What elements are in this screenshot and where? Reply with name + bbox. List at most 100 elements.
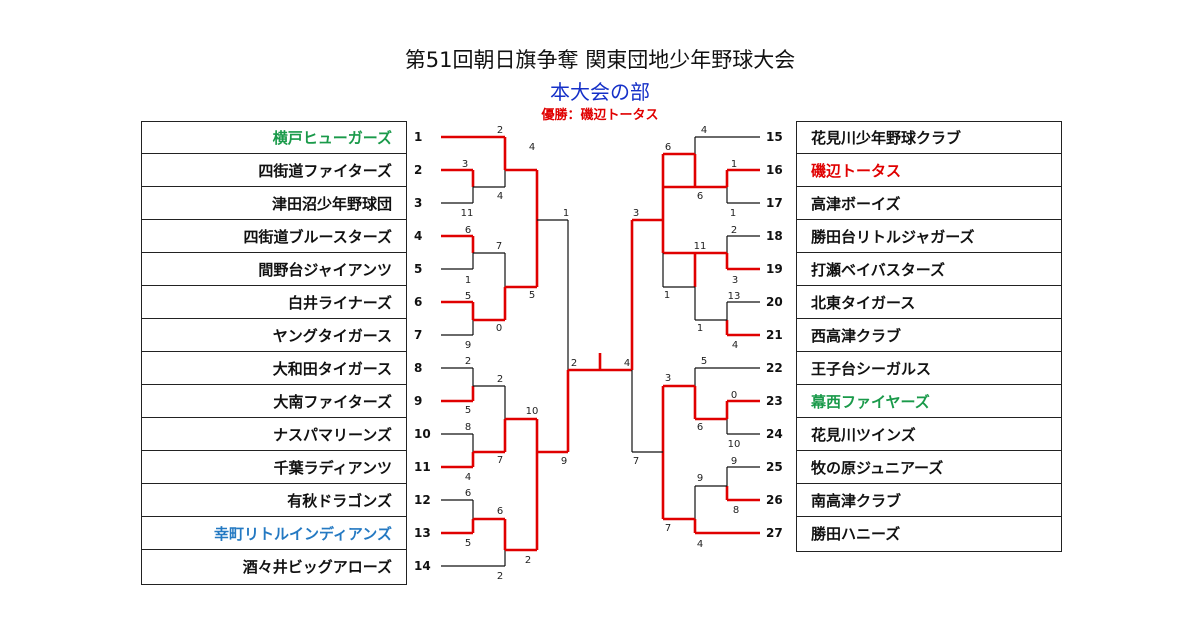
game-score: 8 [733, 505, 739, 516]
game-score: 1 [730, 208, 736, 219]
seed-number: 24 [766, 427, 783, 441]
team-name: 高津ボーイズ [797, 188, 1061, 220]
game-score: 9 [465, 340, 471, 351]
game-score: 5 [465, 405, 471, 416]
game-score: 6 [465, 225, 471, 236]
team-name: 南高津クラブ [797, 485, 1061, 517]
team-name: 北東タイガース [797, 287, 1061, 319]
team-name: 幸町リトルインディアンズ [142, 518, 406, 550]
team-name: 王子台シーガルス [797, 353, 1061, 385]
seed-number: 25 [766, 460, 783, 474]
game-score: 11 [461, 208, 474, 219]
game-score: 1 [465, 275, 471, 286]
game-score: 9 [731, 456, 737, 467]
seed-number: 21 [766, 328, 783, 342]
game-score: 7 [633, 456, 639, 467]
seed-number: 16 [766, 163, 783, 177]
game-score: 2 [497, 125, 503, 136]
game-score: 8 [465, 422, 471, 433]
seed-number: 13 [414, 526, 431, 540]
seed-number: 26 [766, 493, 783, 507]
game-score: 0 [731, 390, 737, 401]
game-score: 6 [465, 488, 471, 499]
team-name: 間野台ジャイアンツ [142, 254, 406, 286]
game-score: 1 [731, 159, 737, 170]
game-score: 7 [497, 455, 503, 466]
game-score: 4 [529, 142, 535, 153]
game-score: 9 [561, 456, 567, 467]
team-name: 白井ライナーズ [142, 287, 406, 319]
seed-number: 7 [414, 328, 423, 342]
seed-number: 15 [766, 130, 783, 144]
seed-number: 9 [414, 394, 423, 408]
team-name: 花見川ツインズ [797, 419, 1061, 451]
game-score: 6 [697, 191, 703, 202]
seed-number: 6 [414, 295, 423, 309]
seed-number: 11 [414, 460, 431, 474]
left-team-list: 横戸ヒューガーズ四街道ファイターズ津田沼少年野球団四街道ブルースターズ間野台ジャ… [141, 121, 407, 585]
seed-number: 18 [766, 229, 783, 243]
seed-number: 14 [414, 559, 431, 573]
game-score: 13 [728, 291, 741, 302]
team-name: 横戸ヒューガーズ [142, 122, 406, 154]
team-name: 大和田タイガース [142, 353, 406, 385]
seed-number: 10 [414, 427, 431, 441]
tournament-title: 第51回朝日旗争奪 関東団地少年野球大会 [404, 48, 796, 72]
team-name: 牧の原ジュニアーズ [797, 452, 1061, 484]
team-name: 千葉ラディアンツ [142, 452, 406, 484]
game-score: 1 [563, 208, 569, 219]
game-score: 10 [526, 406, 539, 417]
seed-number: 20 [766, 295, 783, 309]
seed-number: 5 [414, 262, 423, 276]
seed-number: 19 [766, 262, 783, 276]
seed-number: 12 [414, 493, 431, 507]
game-score: 4 [497, 191, 503, 202]
team-name: 大南ファイターズ [142, 386, 406, 418]
team-name: 四街道ファイターズ [142, 155, 406, 187]
seed-number: 17 [766, 196, 783, 210]
game-score: 4 [732, 340, 738, 351]
game-score: 2 [731, 225, 737, 236]
seed-number: 23 [766, 394, 783, 408]
team-name: 勝田台リトルジャガーズ [797, 221, 1061, 253]
game-score: 2 [465, 356, 471, 367]
game-score: 5 [465, 291, 471, 302]
game-score: 11 [694, 241, 707, 252]
team-name: 西高津クラブ [797, 320, 1061, 352]
game-score: 2 [571, 358, 577, 369]
team-name: 磯辺トータス [797, 155, 1061, 187]
game-score: 7 [496, 241, 502, 252]
seed-number: 27 [766, 526, 783, 540]
team-name: 花見川少年野球クラブ [797, 122, 1061, 154]
team-name: 四街道ブルースターズ [142, 221, 406, 253]
game-score: 3 [633, 208, 639, 219]
game-score: 3 [732, 275, 738, 286]
game-score: 4 [701, 125, 707, 136]
team-name: ナスパマリーンズ [142, 419, 406, 451]
game-score: 0 [496, 323, 502, 334]
seed-number: 1 [414, 130, 423, 144]
game-score: 2 [497, 374, 503, 385]
game-score: 3 [462, 159, 468, 170]
team-name: 酒々井ビッグアローズ [242, 558, 392, 576]
game-score: 1 [697, 323, 703, 334]
game-score: 9 [697, 473, 703, 484]
seed-number: 22 [766, 361, 783, 375]
seed-number: 4 [414, 229, 423, 243]
game-score: 6 [697, 422, 703, 433]
team-name: ヤングタイガース [142, 320, 406, 352]
game-score: 6 [665, 142, 671, 153]
team-name: 勝田ハニーズ [811, 525, 901, 543]
game-score: 6 [497, 506, 503, 517]
seed-number: 2 [414, 163, 423, 177]
game-score: 5 [465, 538, 471, 549]
seed-number: 3 [414, 196, 423, 210]
game-score: 4 [624, 358, 630, 369]
game-score: 1 [664, 290, 670, 301]
game-score: 3 [665, 373, 671, 384]
division-title: 本大会の部 [550, 80, 650, 104]
game-score: 4 [465, 472, 471, 483]
game-score: 10 [728, 439, 741, 450]
game-score: 5 [529, 290, 535, 301]
